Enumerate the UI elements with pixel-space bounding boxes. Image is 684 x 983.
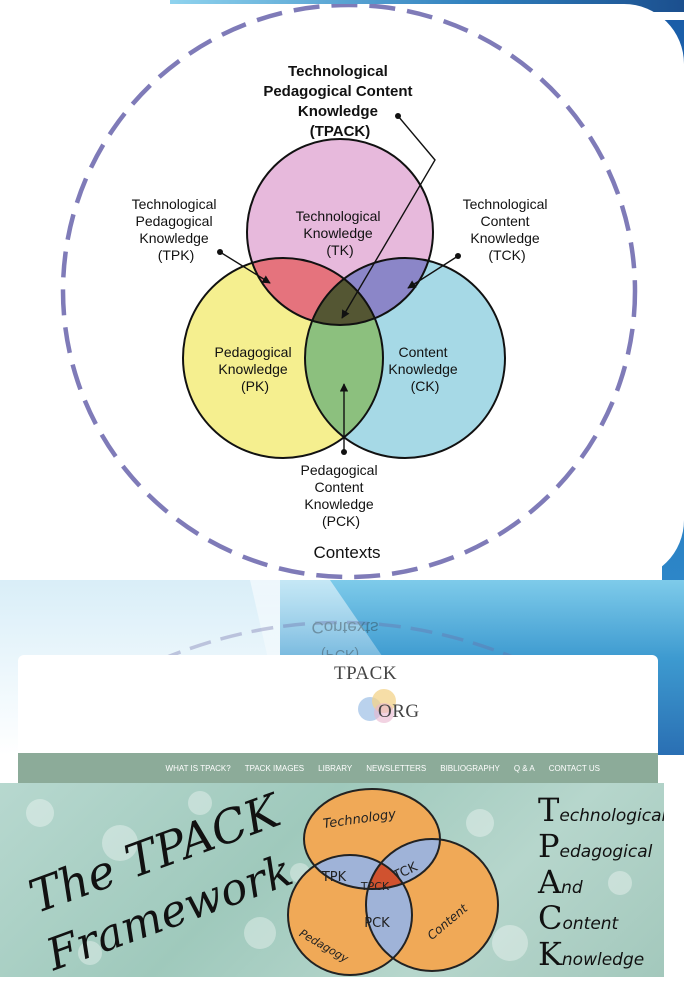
banner-pedagogy-outline bbox=[287, 854, 413, 976]
banner-tpck-label: TPCK bbox=[360, 880, 390, 893]
tk-outline bbox=[246, 138, 434, 326]
ck-label-line: (CK) bbox=[411, 378, 440, 394]
tpk-pointer bbox=[219, 251, 271, 284]
ck-label-line: Knowledge bbox=[388, 361, 457, 377]
ck-outline bbox=[304, 257, 506, 459]
tpack-title: Technological Pedagogical Content Knowle… bbox=[263, 63, 416, 140]
site-header: TPACK ORG bbox=[18, 655, 658, 753]
tpk-label-line: Pedagogical bbox=[136, 213, 213, 229]
nav-contact-us[interactable]: CONTACT US bbox=[548, 763, 600, 773]
acronym-rest: edagogical bbox=[559, 842, 653, 862]
tck-pointer-dot bbox=[455, 253, 461, 259]
pk-label-line: (PK) bbox=[241, 378, 269, 394]
ck-label: Content Knowledge (CK) bbox=[388, 344, 461, 394]
acronym-row-and: And bbox=[538, 863, 664, 901]
tk-label: Technological Knowledge (TK) bbox=[296, 208, 385, 258]
tck-label: Technological Content Knowledge (TCK) bbox=[463, 196, 552, 263]
nav-q-and-a[interactable]: Q & A bbox=[513, 763, 535, 773]
tck-label-line: Technological bbox=[463, 196, 548, 212]
nav-newsletters[interactable]: NEWSLETTERS bbox=[366, 763, 427, 773]
tpack-pointer bbox=[341, 115, 436, 319]
banner-tpk-label: TPK bbox=[321, 870, 347, 885]
banner-tck-region bbox=[366, 839, 440, 889]
tck-label-line: Content bbox=[481, 213, 530, 229]
tk-label-line: Technological bbox=[296, 208, 381, 224]
logo-text-org: ORG bbox=[378, 701, 420, 722]
reflection-ring-arc bbox=[159, 620, 521, 662]
acronym-cap: T bbox=[538, 791, 560, 829]
tpack-title-line: Technological bbox=[288, 63, 388, 80]
tck-pointer bbox=[407, 255, 459, 289]
tpack-pointer-dot bbox=[395, 113, 401, 119]
tk-label-line: (TK) bbox=[326, 242, 353, 258]
tpk-label: Technological Pedagogical Knowledge (TPK… bbox=[132, 196, 221, 263]
acronym-cap: A bbox=[538, 863, 562, 901]
logo-circles-icon bbox=[358, 689, 396, 723]
ck-label-line: Content bbox=[399, 344, 448, 360]
pk-outline bbox=[182, 257, 384, 459]
acronym-rest: ontent bbox=[562, 914, 619, 934]
tpack-title-line: Knowledge bbox=[298, 103, 378, 120]
nav-tpack-images[interactable]: TPACK IMAGES bbox=[244, 763, 305, 773]
tpack-org-logo[interactable]: TPACK ORG bbox=[334, 663, 454, 733]
tpack-framework-banner: The TPACK Framework Technology Pedagogy … bbox=[0, 783, 664, 977]
pck-label: Pedagogical Content Knowledge (PCK) bbox=[301, 462, 382, 529]
tpk-label-line: Knowledge bbox=[139, 230, 208, 246]
acronym-cap: C bbox=[538, 899, 563, 937]
nav-bibliography[interactable]: BIBLIOGRAPHY bbox=[440, 763, 500, 773]
acronym-row-technological: Technological bbox=[538, 791, 664, 829]
reflection-contexts: Contexts bbox=[311, 618, 378, 637]
tpack-diagram: Technological Pedagogical Content Knowle… bbox=[60, 4, 638, 580]
contexts-label: Contexts bbox=[313, 543, 380, 562]
tck-label-line: (TCK) bbox=[488, 247, 525, 263]
tpack-diagram-card: Technological Pedagogical Content Knowle… bbox=[12, 4, 684, 580]
logo-text-tpack: TPACK bbox=[334, 663, 398, 684]
pk-label-line: Pedagogical bbox=[215, 344, 292, 360]
acronym-cap: K bbox=[538, 935, 562, 973]
tpack-region bbox=[305, 258, 383, 325]
nav-what-is-tpack[interactable]: WHAT IS TPACK? bbox=[165, 763, 231, 773]
banner-venn: Technology Pedagogy Content TPK TCK TPCK… bbox=[287, 788, 499, 976]
contexts-ring bbox=[60, 4, 638, 580]
pck-label-line: Content bbox=[315, 479, 364, 495]
pk-label-line: Knowledge bbox=[218, 361, 287, 377]
acronym-cap: P bbox=[538, 827, 560, 865]
acronym-rest: nd bbox=[561, 878, 583, 898]
pck-pointer-dot bbox=[341, 449, 347, 455]
tpk-label-line: Technological bbox=[132, 196, 217, 212]
tpack-title-line: (TPACK) bbox=[310, 123, 371, 140]
acronym-row-knowledge: Knowledge bbox=[538, 935, 664, 973]
banner-content-outline bbox=[365, 838, 499, 972]
pck-label-line: Pedagogical bbox=[301, 462, 378, 478]
site-navbar: WHAT IS TPACK? TPACK IMAGES LIBRARY NEWS… bbox=[18, 753, 658, 783]
nav-library[interactable]: LIBRARY bbox=[318, 763, 353, 773]
acronym-row-content: Content bbox=[538, 899, 664, 937]
banner-pck-label: PCK bbox=[364, 916, 390, 931]
acronym-row-pedagogical: Pedagogical bbox=[538, 827, 664, 865]
tk-label-line: Knowledge bbox=[303, 225, 372, 241]
pck-label-line: Knowledge bbox=[304, 496, 373, 512]
acronym-rest: nowledge bbox=[561, 950, 645, 970]
tpk-label-line: (TPK) bbox=[158, 247, 195, 263]
pk-label: Pedagogical Knowledge (PK) bbox=[215, 344, 296, 394]
acronym-rest: echnological bbox=[559, 806, 664, 826]
tpack-title-line: Pedagogical Content bbox=[263, 83, 412, 100]
tpack-acronym: Technological Pedagogical And Content Kn… bbox=[538, 791, 664, 973]
pck-label-line: (PCK) bbox=[322, 513, 360, 529]
tck-label-line: Knowledge bbox=[470, 230, 539, 246]
tpk-pointer-dot bbox=[217, 249, 223, 255]
banner-texture bbox=[26, 791, 632, 965]
